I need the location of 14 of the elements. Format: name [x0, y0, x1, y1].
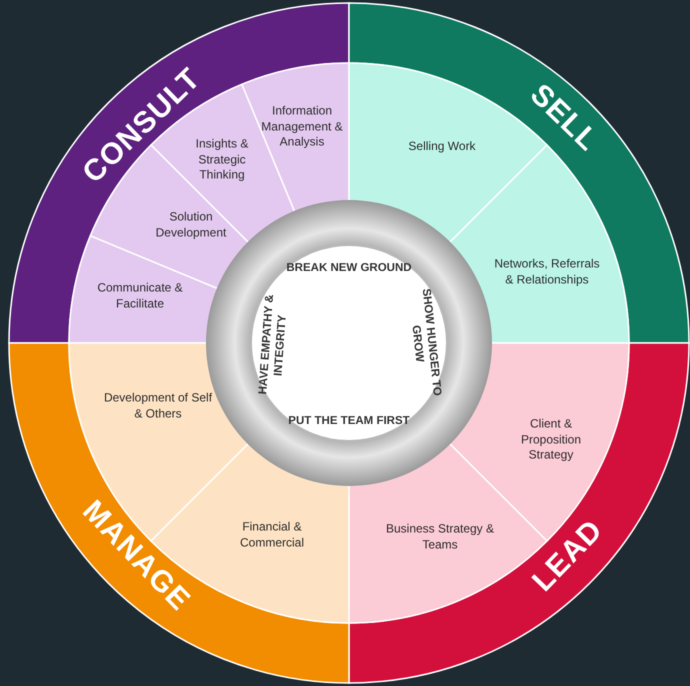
ring-label: BREAK NEW GROUND [285, 260, 413, 276]
segment-label: Communicate & Facilitate [96, 280, 184, 312]
segment-label: Business Strategy & Teams [384, 521, 496, 553]
segment-label: Client & Proposition Strategy [520, 416, 582, 464]
segment-label: Insights & Strategic Thinking [196, 136, 250, 184]
ring-label: HAVE EMPATHY & INTEGRITY [256, 293, 290, 397]
segment-label: Information Management & Analysis [260, 104, 344, 150]
segment-label: Solution Development [154, 209, 228, 241]
ring-label: PUT THE TEAM FIRST [287, 414, 411, 428]
ring-label: SHOW HUNGER TO GROW [408, 287, 444, 398]
segment-label: Selling Work [407, 139, 477, 155]
segment-label: Financial & Commercial [238, 519, 305, 551]
segment-label: Networks, Referrals & Relationships [493, 256, 601, 288]
segment-label: Development of Self & Others [103, 390, 213, 422]
